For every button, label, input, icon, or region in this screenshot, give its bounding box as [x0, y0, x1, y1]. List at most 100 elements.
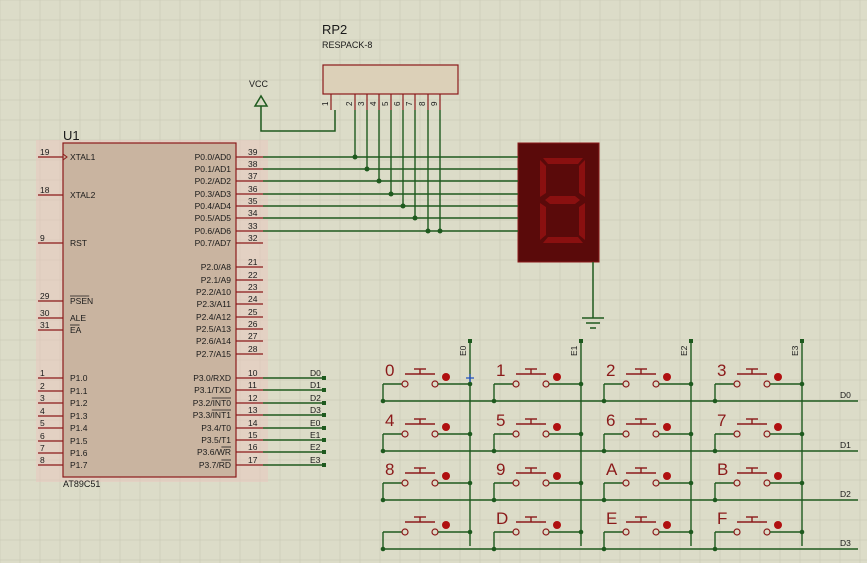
left-pin-name: P1.5	[70, 436, 88, 446]
keypad-button[interactable]: 5	[491, 411, 584, 454]
right-pin-number: 24	[248, 294, 258, 304]
button-contact	[733, 430, 741, 438]
button-indicator-icon	[663, 472, 671, 480]
respack-body[interactable]	[322, 64, 459, 95]
left-pin-number: 7	[40, 443, 45, 453]
button-contact	[652, 528, 660, 536]
keypad-button[interactable]: B	[712, 460, 805, 503]
junction-dot	[491, 398, 497, 404]
left-pin-name: P1.3	[70, 411, 88, 421]
left-pin-number: 9	[40, 233, 45, 243]
right-pin-number: 14	[248, 418, 258, 428]
keypad-button[interactable]: D	[491, 509, 584, 552]
segment-f	[540, 160, 546, 197]
right-pin-number: 10	[248, 368, 258, 378]
button-indicator-icon	[553, 423, 561, 431]
right-pin-number: 23	[248, 282, 258, 292]
respack-designator: RP2	[322, 22, 347, 37]
button-indicator-icon	[774, 423, 782, 431]
keypad-button[interactable]: 8	[380, 460, 473, 503]
right-pin-number: 15	[248, 430, 258, 440]
keypad-button[interactable]: A	[601, 460, 694, 503]
vcc-terminal[interactable]: VCC	[249, 79, 336, 132]
junction-dot	[712, 497, 718, 503]
net-label: E0	[310, 418, 321, 428]
right-pin-name: P2.4/A12	[196, 312, 231, 322]
net-terminal	[322, 463, 326, 467]
junction-dot	[578, 431, 584, 437]
right-pin-number: 13	[248, 405, 258, 415]
net-terminal	[322, 401, 326, 405]
button-indicator-icon	[442, 472, 450, 480]
button-contact	[733, 479, 741, 487]
net-terminal	[800, 339, 804, 343]
keypad-button[interactable]: 2	[601, 361, 694, 404]
right-pin-name: P0.3/AD3	[195, 189, 232, 199]
button-contact	[431, 528, 439, 536]
seven-segment-display[interactable]	[517, 142, 604, 329]
mcu-right-pins: 39P0.0/AD038P0.1/AD137P0.2/AD236P0.3/AD3…	[193, 147, 263, 470]
key-label: 9	[496, 460, 505, 479]
junction-dot	[799, 431, 805, 437]
key-label: F	[717, 509, 727, 528]
mcu-designator: U1	[63, 128, 80, 143]
keypad-button[interactable]: 3	[712, 361, 805, 404]
button-contact	[431, 380, 439, 388]
key-label: 2	[606, 361, 615, 380]
junction-dot	[400, 203, 406, 209]
respack-pin-number: 6	[393, 101, 402, 106]
left-pin-number: 8	[40, 455, 45, 465]
keypad-button[interactable]: 1	[491, 361, 584, 404]
right-pin-number: 34	[248, 208, 258, 218]
button-contact	[622, 528, 630, 536]
junction-dot	[380, 448, 386, 454]
keypad-button[interactable]: 7	[712, 411, 805, 454]
right-pin-name: P2.1/A9	[201, 275, 232, 285]
keypad-button[interactable]	[380, 516, 473, 552]
junction-dot	[467, 480, 473, 486]
junction-dot	[380, 546, 386, 552]
button-indicator-icon	[663, 373, 671, 381]
junction-dot	[437, 228, 443, 234]
left-pin-name: P1.0	[70, 373, 88, 383]
junction-dot	[467, 529, 473, 535]
key-label: 4	[385, 411, 394, 430]
vcc-label: VCC	[249, 79, 269, 89]
respack-pin-number: 4	[369, 101, 378, 106]
button-contact	[431, 479, 439, 487]
keypad-button[interactable]: 9	[491, 460, 584, 503]
junction-dot	[491, 448, 497, 454]
button-contact	[763, 479, 771, 487]
keypad-button[interactable]: E	[601, 509, 694, 552]
button-contact	[512, 380, 520, 388]
junction-dot	[799, 529, 805, 535]
junction-dot	[688, 529, 694, 535]
right-pin-name: P3.1/TXD	[194, 385, 231, 395]
left-pin-name: P1.7	[70, 460, 88, 470]
button-contact	[733, 528, 741, 536]
right-pin-number: 39	[248, 147, 258, 157]
keypad-button[interactable]: 4	[380, 411, 473, 454]
right-pin-number: 32	[248, 233, 258, 243]
mcu-body[interactable]	[62, 142, 237, 478]
left-pin-name: EA	[70, 325, 82, 335]
right-pin-name: P2.3/A11	[197, 299, 232, 309]
keypad-button[interactable]: 0	[380, 361, 473, 404]
display-segments	[540, 158, 585, 243]
key-label: D	[496, 509, 508, 528]
net-terminal	[322, 426, 326, 430]
segment-e	[540, 203, 546, 240]
keypad-row-label: D1	[840, 440, 851, 450]
keypad-button[interactable]: F	[712, 509, 805, 552]
wires	[263, 110, 518, 234]
key-label: 7	[717, 411, 726, 430]
right-pin-name: P0.4/AD4	[195, 201, 232, 211]
cursor-cross-icon	[466, 374, 474, 382]
keypad-button[interactable]: 6	[601, 411, 694, 454]
net-terminal	[468, 339, 472, 343]
key-label: 3	[717, 361, 726, 380]
